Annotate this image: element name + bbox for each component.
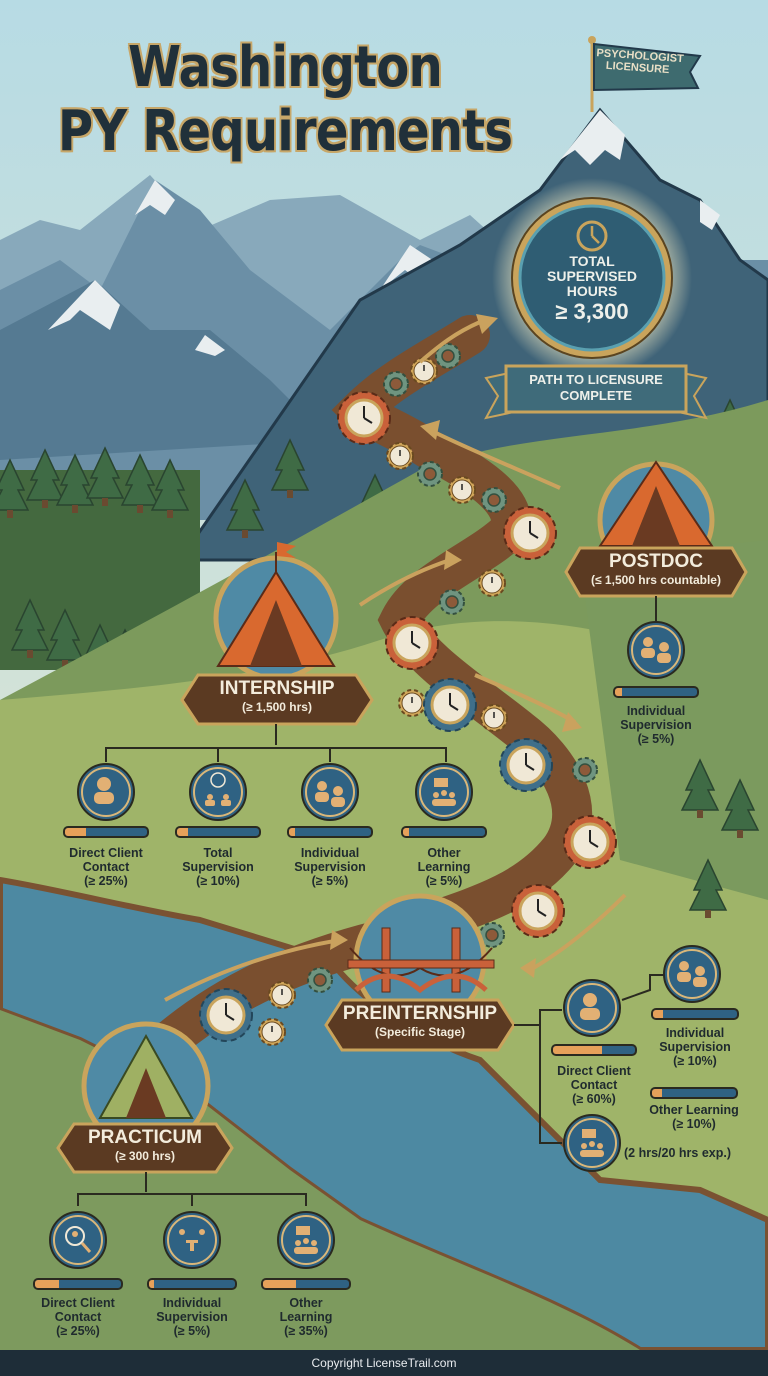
banner-line-1: PATH TO LICENSURE	[529, 372, 663, 387]
practicum-req-other-learning: Other Learning (≥ 35%)	[256, 1278, 356, 1338]
req-value: (≥ 5%)	[173, 1324, 211, 1338]
postdoc-plaque: POSTDOC (≤ 1,500 hrs countable)	[566, 551, 746, 587]
req-value: (≥ 5%)	[311, 874, 349, 888]
internship-req-other-learning: Other Learning (≥ 5%)	[394, 826, 494, 888]
progress-bar	[261, 1278, 351, 1290]
internship-req-direct-client-contact: Direct Client Contact (≥ 25%)	[56, 826, 156, 888]
progress-bar	[287, 826, 373, 838]
req-label-2: Learning	[417, 860, 471, 874]
progress-bar	[33, 1278, 123, 1290]
req-label-2: Supervision	[294, 860, 366, 874]
internship-hours: (≥ 1,500 hrs)	[242, 700, 312, 714]
title-line-1: Washington	[128, 35, 443, 100]
req-value: (≥ 10%)	[196, 874, 240, 888]
req-label-1: Other	[289, 1296, 323, 1310]
postdoc-req-individual-supervision: Individual Supervision (≥ 5%)	[606, 686, 706, 746]
goal-value: ≥ 3,300	[555, 299, 629, 324]
req-label-2: Supervision	[620, 718, 692, 732]
preinternship-hours: (Specific Stage)	[374, 1025, 466, 1039]
postdoc-hours: (≤ 1,500 hrs countable)	[591, 573, 721, 587]
total-hours-goal: TOTAL SUPERVISED HOURS ≥ 3,300	[512, 198, 672, 358]
req-label-1: (2 hrs/20 hrs exp.)	[624, 1146, 731, 1160]
progress-bar	[650, 1087, 738, 1099]
postdoc-name: POSTDOC	[609, 551, 703, 572]
progress-bar	[401, 826, 487, 838]
req-value: (≥ 25%)	[84, 874, 128, 888]
req-value: (≥ 10%)	[672, 1117, 716, 1131]
internship-req-individual-supervision: Individual Supervision (≥ 5%)	[280, 826, 380, 888]
goal-line-1: TOTAL	[569, 253, 615, 269]
req-label-1: Direct Client	[557, 1064, 631, 1078]
req-value: (≥ 35%)	[284, 1324, 328, 1338]
req-value: (≥ 25%)	[56, 1324, 100, 1338]
req-value: (≥ 5%)	[425, 874, 463, 888]
req-label-2: Supervision	[182, 860, 254, 874]
preinternship-req-individual-supervision: Individual Supervision (≥ 10%)	[648, 1008, 742, 1068]
preinternship-req-group-hours: (2 hrs/20 hrs exp.)	[624, 1146, 744, 1160]
req-label-2: Contact	[82, 860, 130, 874]
progress-bar	[551, 1044, 637, 1056]
licensure-complete-banner: PATH TO LICENSURE COMPLETE	[508, 372, 684, 404]
preinternship-plaque: PREINTERNSHIP (Specific Stage)	[326, 1003, 514, 1039]
goal-line-2: SUPERVISED	[547, 268, 637, 284]
practicum-name: PRACTICUM	[88, 1127, 202, 1148]
req-label-2: Supervision	[156, 1310, 228, 1324]
req-label-2: Supervision	[659, 1040, 731, 1054]
title-line-2: PY Requirements	[57, 99, 513, 164]
req-label-1: Direct Client	[41, 1296, 115, 1310]
progress-bar	[613, 686, 699, 698]
req-value: (≥ 5%)	[637, 732, 675, 746]
preinternship-req-other-learning: Other Learning (≥ 10%)	[644, 1087, 744, 1131]
banner-line-2: COMPLETE	[559, 388, 633, 403]
progress-bar	[63, 826, 149, 838]
page-title: Washington PY Requirements	[0, 36, 570, 164]
practicum-req-individual-supervision: Individual Supervision (≥ 5%)	[142, 1278, 242, 1338]
req-label-1: Direct Client	[69, 846, 143, 860]
req-label-1: Individual	[626, 704, 686, 718]
preinternship-name: PREINTERNSHIP	[342, 1003, 498, 1024]
progress-bar	[175, 826, 261, 838]
internship-plaque: INTERNSHIP (≥ 1,500 hrs)	[182, 678, 372, 714]
req-label-1: Individual	[162, 1296, 222, 1310]
req-value: (≥ 60%)	[572, 1092, 616, 1106]
goal-text: TOTAL SUPERVISED HOURS ≥ 3,300	[512, 254, 672, 325]
practicum-plaque: PRACTICUM (≥ 300 hrs)	[58, 1127, 232, 1163]
req-label-1: Other	[427, 846, 461, 860]
preinternship-req-direct-client-contact: Direct Client Contact (≥ 60%)	[548, 1044, 640, 1106]
progress-bar	[147, 1278, 237, 1290]
req-label-2: Contact	[570, 1078, 618, 1092]
req-label-2: Contact	[54, 1310, 102, 1324]
practicum-hours: (≥ 300 hrs)	[115, 1149, 175, 1163]
req-label-1: Individual	[300, 846, 360, 860]
req-label-1: Individual	[665, 1026, 725, 1040]
practicum-req-direct-client-contact: Direct Client Contact (≥ 25%)	[28, 1278, 128, 1338]
req-label-1: Total	[203, 846, 233, 860]
internship-req-total-supervision: Total Supervision (≥ 10%)	[168, 826, 268, 888]
req-value: (≥ 10%)	[673, 1054, 717, 1068]
progress-bar	[651, 1008, 739, 1020]
req-label-2: Learning	[279, 1310, 333, 1324]
goal-line-3: HOURS	[566, 283, 618, 299]
req-label-1: Other Learning	[649, 1103, 739, 1117]
footer: Copyright LicenseTrail.com	[0, 1350, 768, 1376]
copyright-text: Copyright LicenseTrail.com	[311, 1356, 457, 1370]
internship-name: INTERNSHIP	[219, 678, 335, 699]
